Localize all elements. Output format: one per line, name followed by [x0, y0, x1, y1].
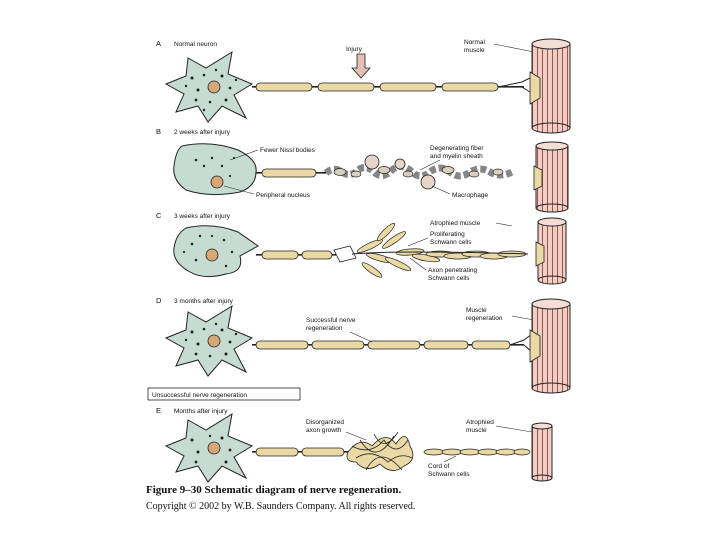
panel-c-letter: C [156, 211, 162, 220]
successful-label-2: regeneration [306, 325, 343, 332]
panel-d-letter: D [156, 296, 162, 305]
muscle-regen-label-2: regeneration [466, 315, 503, 322]
copyright-notice: Copyright © 2002 by W.B. Saunders Compan… [146, 501, 415, 512]
peripheral-nucleus [211, 176, 223, 188]
cord-label-2: Schwann cells [428, 471, 470, 478]
atrophied-muscle-e [532, 423, 552, 481]
nerve-ending [498, 78, 530, 92]
panel-e: E Months after injury [156, 406, 552, 482]
unsuccessful-heading: Unsuccessful nerve regeneration [148, 388, 300, 400]
disorganized-label-2: axon growth [306, 427, 342, 434]
panel-c-title: 3 weeks after injury [174, 213, 231, 220]
panel-a-title: Normal neuron [174, 41, 217, 48]
injury-label: Injury [346, 46, 363, 53]
degenerating-label-2: and myelin sheath [430, 153, 483, 160]
panel-d-title: 3 months after injury [174, 298, 234, 305]
figure-caption: Figure 9–30 Schematic diagram of nerve r… [146, 484, 401, 496]
injury-arrow [352, 54, 370, 78]
axon-penetrating-label-1: Axon penetrating [428, 267, 478, 274]
normal-muscle-label-1: Normal [464, 39, 486, 46]
successful-label-1: Successful nerve [306, 317, 356, 324]
peripheral-nucleus-label: Peripheral nucleus [256, 192, 311, 199]
normal-muscle-label-2: muscle [464, 47, 485, 54]
muscle-regen-label-1: Muscle [466, 307, 487, 314]
panel-b: B 2 weeks after injury Fewer Nissl bodie… [156, 127, 568, 212]
panel-a: A Normal neuron Injury Normal muscle [156, 39, 570, 133]
disorganized-axon-growth [347, 432, 413, 471]
regenerated-schwann-sheaths [256, 341, 510, 349]
normal-muscle [530, 39, 570, 133]
atrophied-muscle-label: Atrophied muscle [430, 220, 481, 227]
atrophied-label-2: muscle [466, 427, 487, 434]
cord-label-1: Cord of [428, 463, 450, 470]
panel-d: D 3 months after injury Successful nerve… [156, 296, 570, 393]
proliferating-label-1: Proliferating [430, 231, 465, 238]
panel-b-letter: B [156, 127, 161, 136]
cord-of-schwann-cells [424, 449, 530, 455]
panel-e-title: Months after injury [174, 408, 228, 415]
panel-c: C 3 weeks after injury [156, 211, 566, 284]
nucleus [208, 81, 220, 93]
regenerated-muscle [530, 299, 570, 393]
fewer-nissl-label: Fewer Nissl bodies [260, 147, 316, 154]
atrophied-muscle-c [536, 218, 566, 284]
atrophic-muscle-b [534, 142, 568, 212]
degenerating-label-1: Degenerating fiber [430, 145, 484, 152]
panel-b-title: 2 weeks after injury [174, 129, 231, 136]
panel-e-letter: E [156, 406, 161, 415]
panel-a-letter: A [156, 39, 161, 48]
axon-penetrating-label-2: Schwann cells [428, 275, 470, 282]
atrophied-label-1: Atrophied [466, 419, 494, 426]
macrophage-label: Macrophage [452, 192, 489, 199]
unsuccessful-label: Unsuccessful nerve regeneration [152, 392, 247, 399]
disorganized-label-1: Disorganized [306, 419, 344, 426]
proliferating-label-2: Schwann cells [430, 239, 472, 246]
